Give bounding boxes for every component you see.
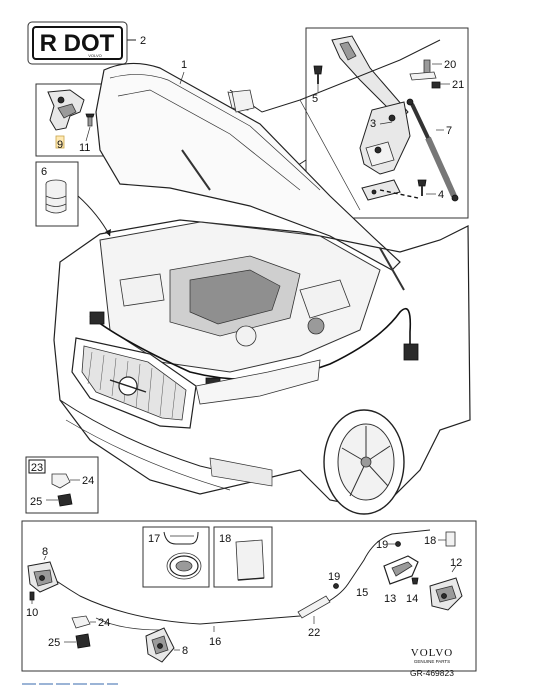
callout-3: 3 [370,118,376,130]
callout-2: 2 [140,35,146,47]
callout-21: 21 [452,79,464,91]
callout-14: 14 [406,593,418,605]
callout-4: 4 [438,189,444,201]
callout-22: 22 [308,627,320,639]
callout-15: 15 [356,587,368,599]
callout-19a: 19 [328,571,340,583]
callout-1: 1 [181,59,187,71]
callout-8b: 8 [182,645,188,657]
callout-25b: 25 [48,637,60,649]
callout-23: 23 [31,462,43,474]
brand-sub: GENUINE PARTS [414,659,450,664]
callout-24b: 24 [98,617,110,629]
callout-24a: 24 [82,475,94,487]
callout-13: 13 [384,593,396,605]
detail-box-connector: 23 24 25 [25,456,99,514]
callout-19b: 19 [376,539,388,551]
badge-subtext: VOLVO [88,53,102,58]
badge-text: R DOT [40,30,115,57]
callout-18a: 18 [219,533,231,545]
callout-9: 9 [57,139,63,151]
callout-11: 11 [79,142,90,154]
detail-box-hinge: 5 3 4 7 20 21 [277,27,469,219]
badge-part-2: R DOT VOLVO 2 [27,21,146,65]
callout-20: 20 [444,59,456,71]
detail-box-bracket: 9 11 [35,83,137,157]
footer-brand: VOLVO GENUINE PARTS GR-469823 [410,647,454,678]
callout-7: 7 [446,125,452,137]
car-illustration: 1 [53,39,471,515]
cable-assembly-box: 17 18 8 10 24 25 8 [21,520,477,672]
callout-6: 6 [41,166,47,178]
callout-10: 10 [26,607,38,619]
callout-12: 12 [450,557,462,569]
callout-8a: 8 [42,546,48,558]
callout-18b: 18 [424,535,436,547]
callout-17: 17 [148,533,160,545]
brand-name: VOLVO [411,647,454,659]
callout-5: 5 [312,93,318,105]
reference-number: GR-469823 [410,668,454,678]
callout-16: 16 [209,636,221,648]
detail-box-bump-stop: 6 [35,161,111,237]
callout-25a: 25 [30,496,42,508]
